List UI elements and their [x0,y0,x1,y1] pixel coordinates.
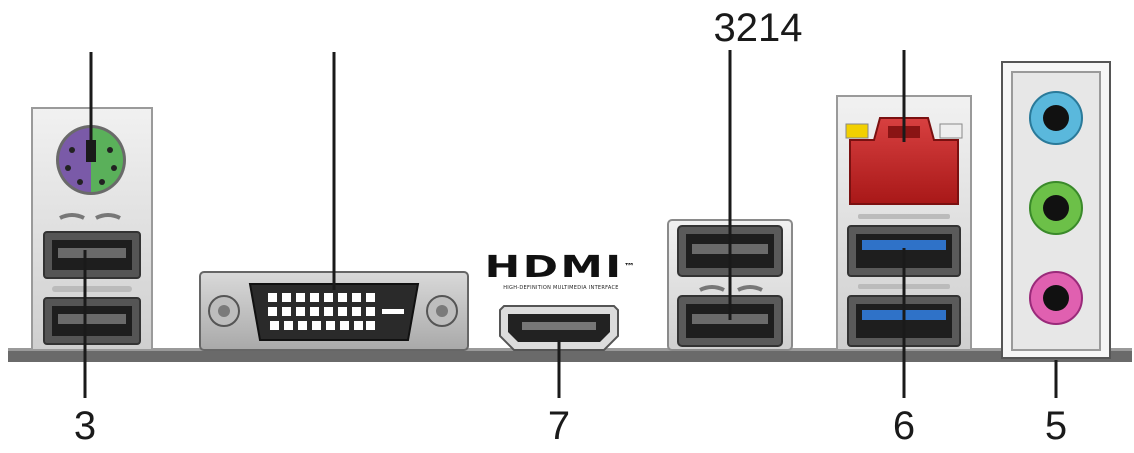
lan-speed-led [939,123,963,139]
hdmi-trademark: ™ [623,262,638,272]
audio-line-in-jack [1029,91,1083,145]
dvi-port [199,271,469,351]
ps2-keyboard-half [59,128,91,192]
ps2-mouse-half [91,128,123,192]
audio-jack-panel [1001,61,1111,359]
board-edge [8,348,1132,362]
callout-audio: 5 [1044,404,1068,448]
lan-rj45-port [849,117,959,205]
ps2-combo-port [56,125,126,195]
callout-ps2-usb-bottom: 3 [73,404,97,448]
callout-lan-usb3: 6 [892,404,916,448]
hdmi-logo: HDMI™ HIGH-DEFINITION MULTIMEDIA INTERFA… [484,249,638,291]
callout-hdmi: 7 [547,404,571,448]
ps2-usb-stack [31,107,153,351]
usb2-port-left-top [43,231,141,279]
hdmi-tagline: HIGH-DEFINITION MULTIMEDIA INTERFACE [503,285,619,291]
audio-line-out-jack [1029,181,1083,235]
callout-top-usb: 3214 [713,6,803,50]
usb2-port-left-bottom [43,297,141,345]
audio-mic-in-jack [1029,271,1083,325]
hdmi-wordmark: HDMI [484,249,624,285]
lan-activity-led [845,123,869,139]
hdmi-port [499,305,619,351]
